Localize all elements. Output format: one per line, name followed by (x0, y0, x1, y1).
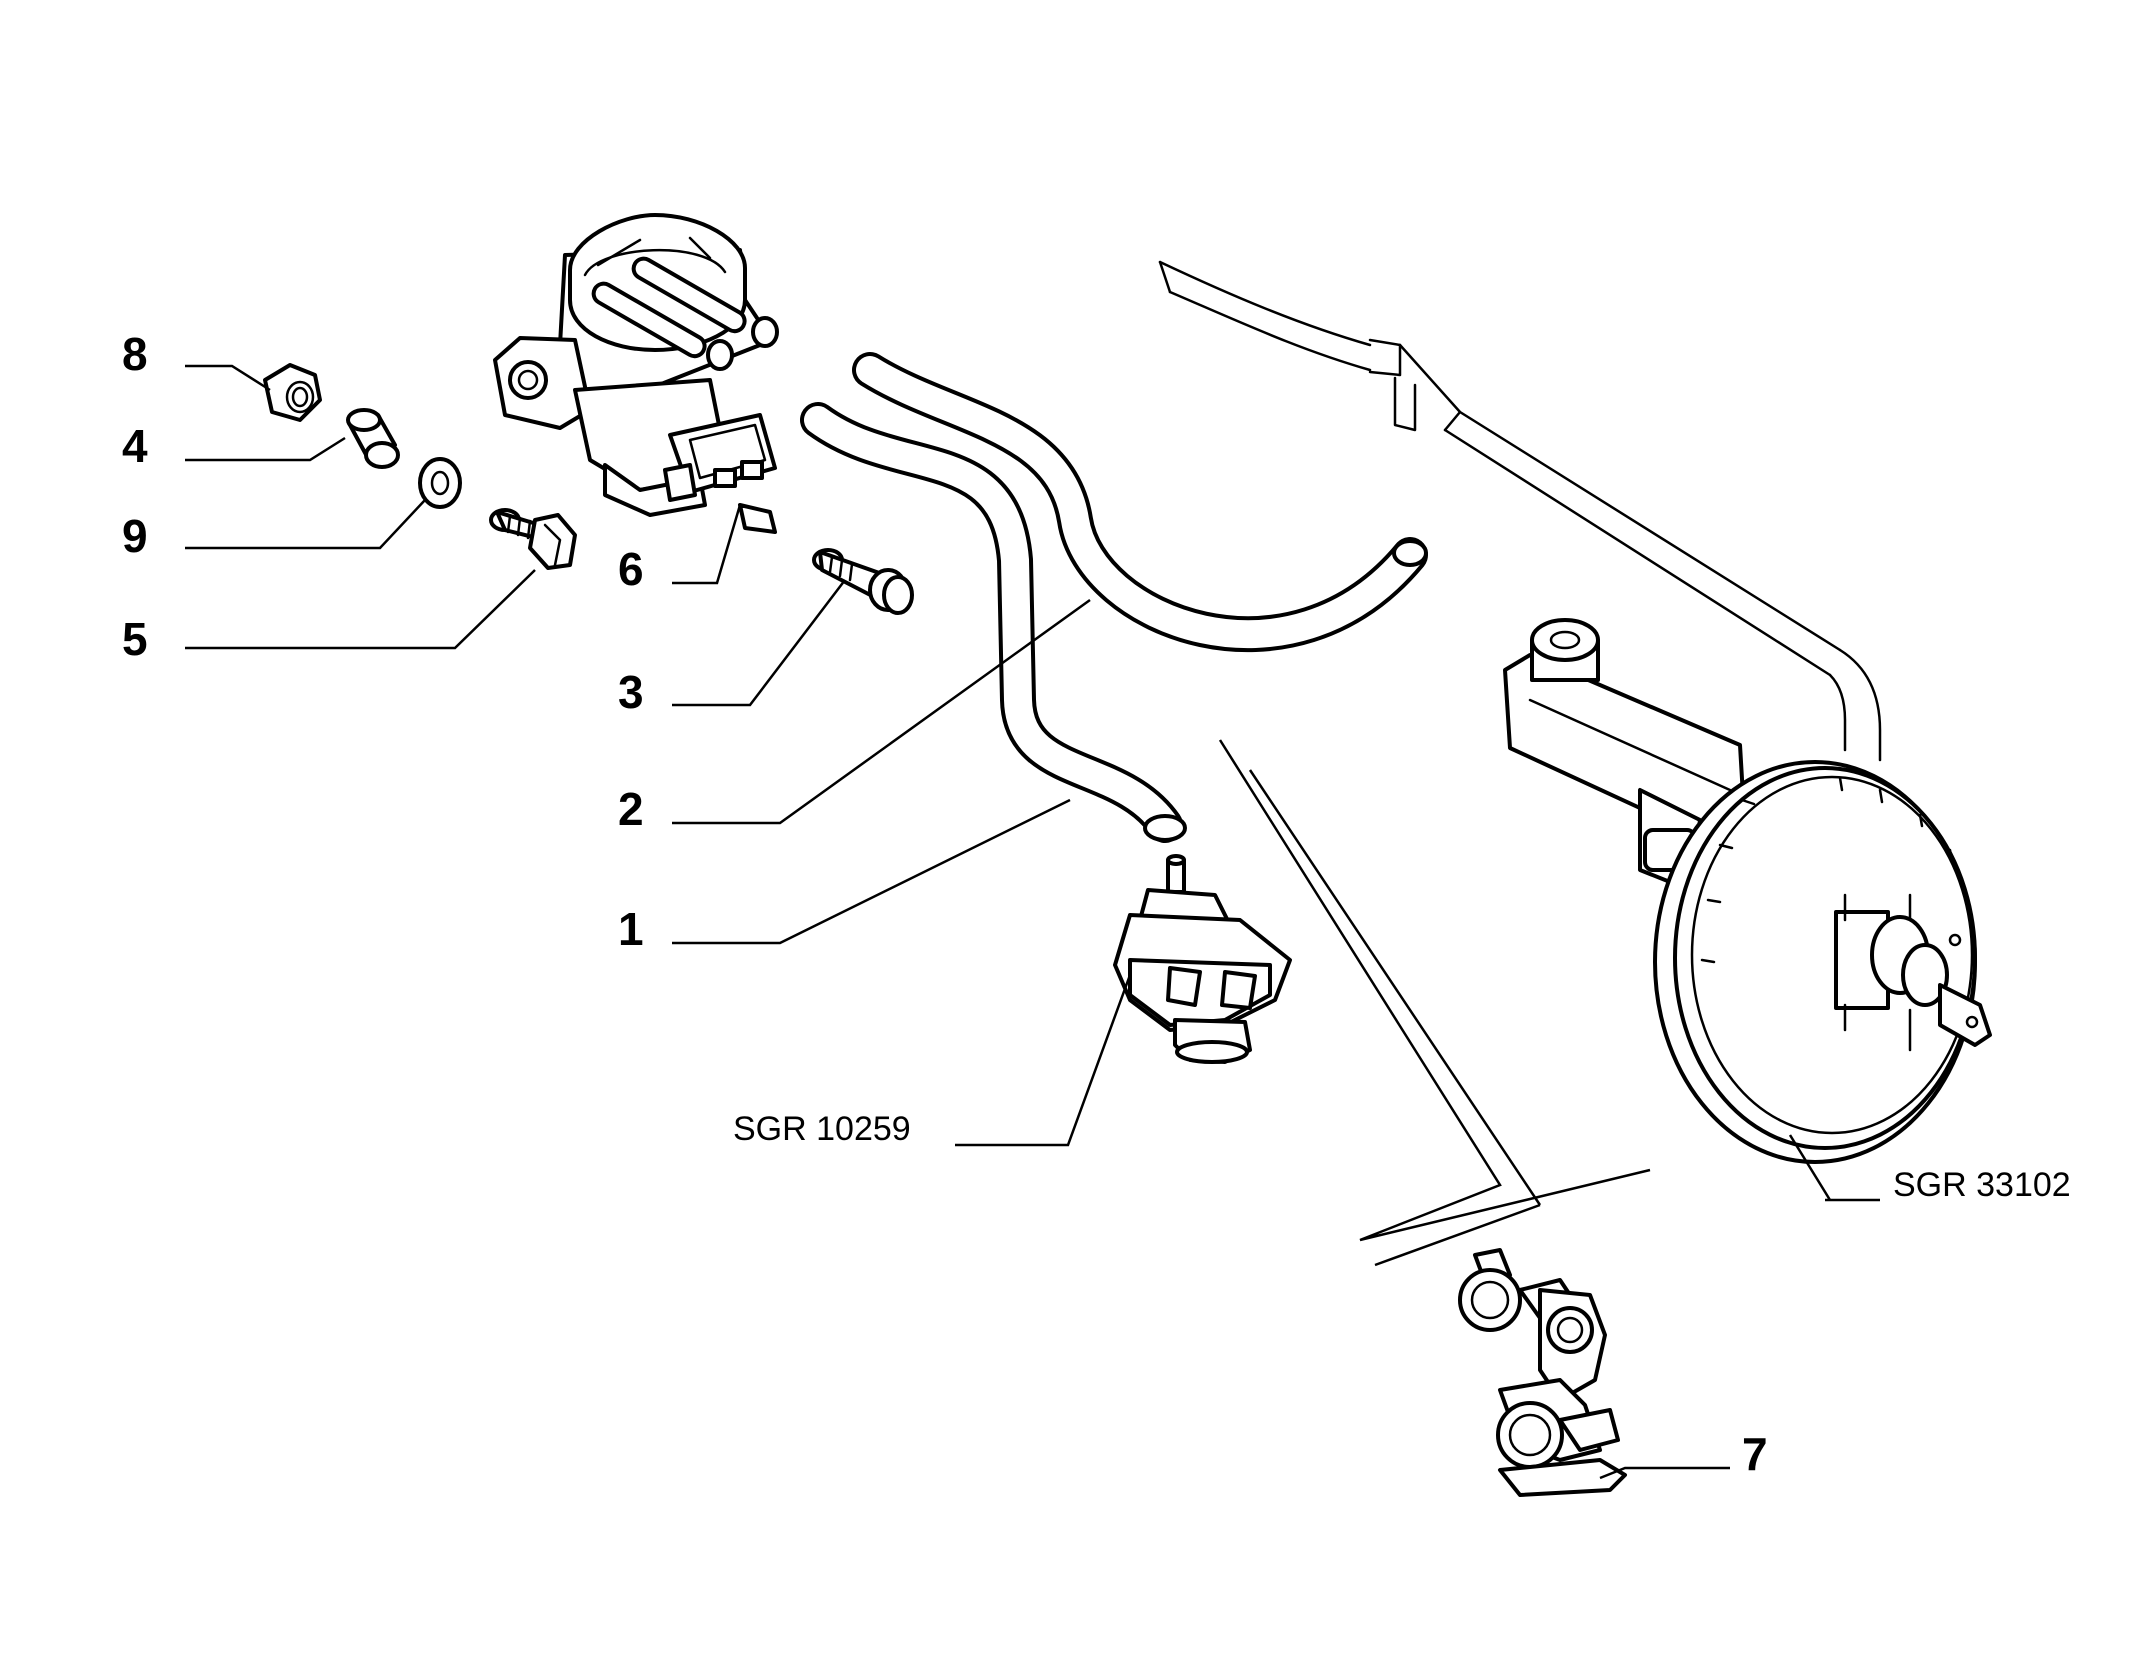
callout-3: 3 (618, 666, 644, 718)
view-indicator-lines (1218, 739, 1651, 1267)
vacuum-actuator (1113, 854, 1292, 1064)
callout-7: 7 (1742, 1428, 1768, 1480)
vacuum-solenoid-valve (493, 213, 779, 534)
reference-sgr-33102: SGR 33102 (1893, 1166, 2071, 1204)
leader-6 (672, 504, 742, 585)
brake-booster (1653, 760, 1992, 1164)
leader-8 (185, 364, 271, 392)
leader-1 (672, 798, 1071, 945)
part-4-spacer (346, 408, 400, 469)
callout-5: 5 (122, 613, 148, 665)
leader-sgr10259 (955, 974, 1132, 1147)
brake-line-pipe (1158, 260, 1882, 762)
reference-sgr-10259: SGR 10259 (733, 1110, 911, 1148)
part-3-bolt (812, 548, 914, 615)
callout-1: 1 (618, 903, 644, 955)
part-9-washer (418, 457, 462, 509)
part-1-hose (800, 402, 1187, 843)
callout-8: 8 (122, 328, 148, 380)
leader-5 (185, 569, 536, 650)
callout-2: 2 (618, 783, 644, 835)
callout-6: 6 (618, 543, 644, 595)
callout-4: 4 (122, 420, 148, 472)
callout-9: 9 (122, 510, 148, 562)
leader-lines (185, 364, 1880, 1480)
part-8-nut (263, 363, 322, 422)
leader-9 (185, 499, 426, 550)
part-5-bolt (489, 508, 577, 570)
leader-7 (1599, 1466, 1730, 1480)
leader-4 (185, 436, 346, 462)
part-7-hose-clip (1458, 1248, 1627, 1497)
leader-3 (672, 579, 846, 707)
leader-2 (672, 598, 1091, 825)
part-2-hose (852, 352, 1428, 653)
leader-sgr33102 (1788, 1134, 1880, 1202)
